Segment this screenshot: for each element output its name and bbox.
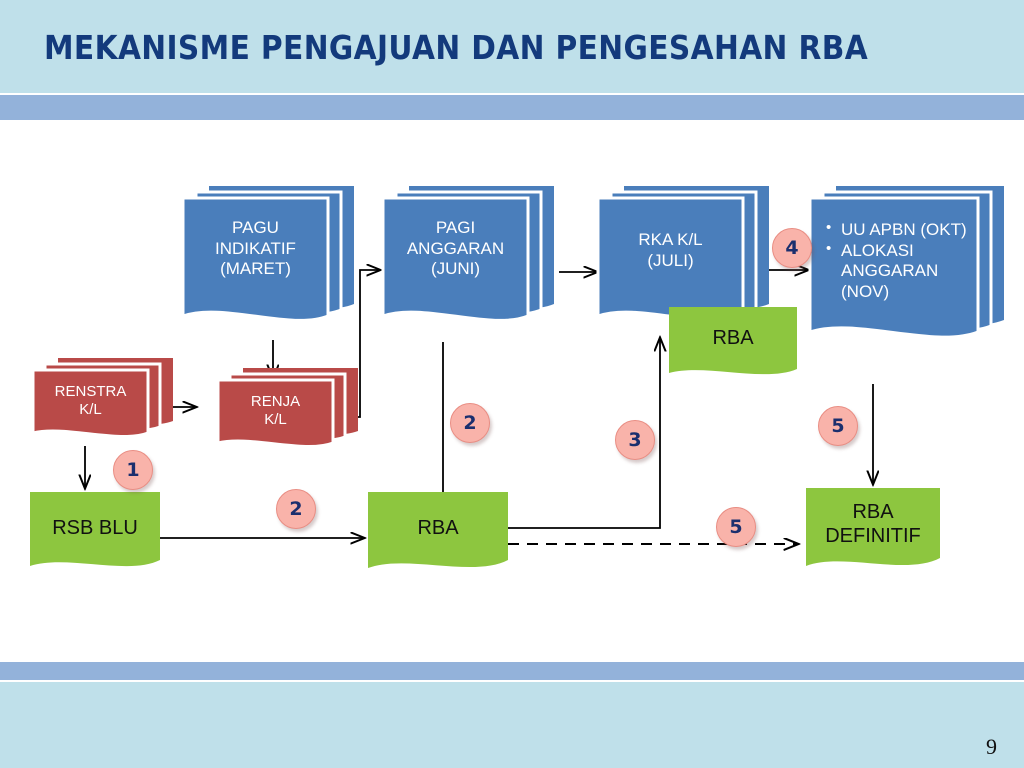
footer-band-light xyxy=(0,682,1024,768)
connector-rba-to-rka xyxy=(508,338,660,529)
header-band-dark xyxy=(0,95,1024,120)
badge-number: 3 xyxy=(628,429,642,451)
badge-number: 5 xyxy=(729,516,743,538)
badge-step-4[interactable]: 4 xyxy=(772,228,812,268)
page-number: 9 xyxy=(986,734,997,759)
doc-sheet xyxy=(669,307,797,387)
node-rba-top[interactable]: RBA xyxy=(669,307,797,387)
node-renstra-kl[interactable]: RENSTRA K/L xyxy=(31,358,173,450)
stack-sheet-front xyxy=(31,368,150,450)
node-rsb-blu[interactable]: RSB BLU xyxy=(30,490,160,580)
stack-sheet-front xyxy=(381,196,530,340)
doc-sheet xyxy=(806,486,940,580)
node-rba-definitif[interactable]: RBA DEFINITIF xyxy=(806,486,940,580)
badge-step-5-horizontal[interactable]: 5 xyxy=(716,507,756,547)
node-renja-kl[interactable]: RENJA K/L xyxy=(216,368,358,460)
badge-step-2-horizontal[interactable]: 2 xyxy=(276,489,316,529)
badge-step-2-vertical[interactable]: 2 xyxy=(450,403,490,443)
badge-number: 5 xyxy=(831,415,845,437)
node-uu-apbn[interactable]: UU APBN (OKT) ALOKASI ANGGARAN (NOV) xyxy=(808,186,1004,358)
footer-band-dark xyxy=(0,662,1024,680)
badge-step-1[interactable]: 1 xyxy=(113,450,153,490)
stack-sheet-front xyxy=(216,378,335,460)
stack-sheet-front xyxy=(181,196,330,340)
page-title: MEKANISME PENGAJUAN DAN PENGESAHAN RBA xyxy=(44,28,869,67)
badge-number: 2 xyxy=(289,498,303,520)
badge-number: 1 xyxy=(126,459,140,481)
node-rba-mid[interactable]: RBA xyxy=(368,490,508,582)
badge-step-5-vertical[interactable]: 5 xyxy=(818,406,858,446)
header-band-light xyxy=(0,0,1024,93)
doc-sheet xyxy=(368,490,508,582)
badge-number: 2 xyxy=(463,412,477,434)
doc-sheet xyxy=(30,490,160,580)
node-pagu-indikatif[interactable]: PAGU INDIKATIF (MARET) xyxy=(181,186,354,340)
stack-sheet-front xyxy=(808,196,980,358)
badge-number: 4 xyxy=(785,237,799,259)
node-rka-kl[interactable]: RKA K/L (JULI) xyxy=(596,186,769,340)
node-pagi-anggaran[interactable]: PAGI ANGGARAN (JUNI) xyxy=(381,186,554,340)
diagram-canvas: PAGU INDIKATIF (MARET) xyxy=(0,120,1024,662)
badge-step-3[interactable]: 3 xyxy=(615,420,655,460)
